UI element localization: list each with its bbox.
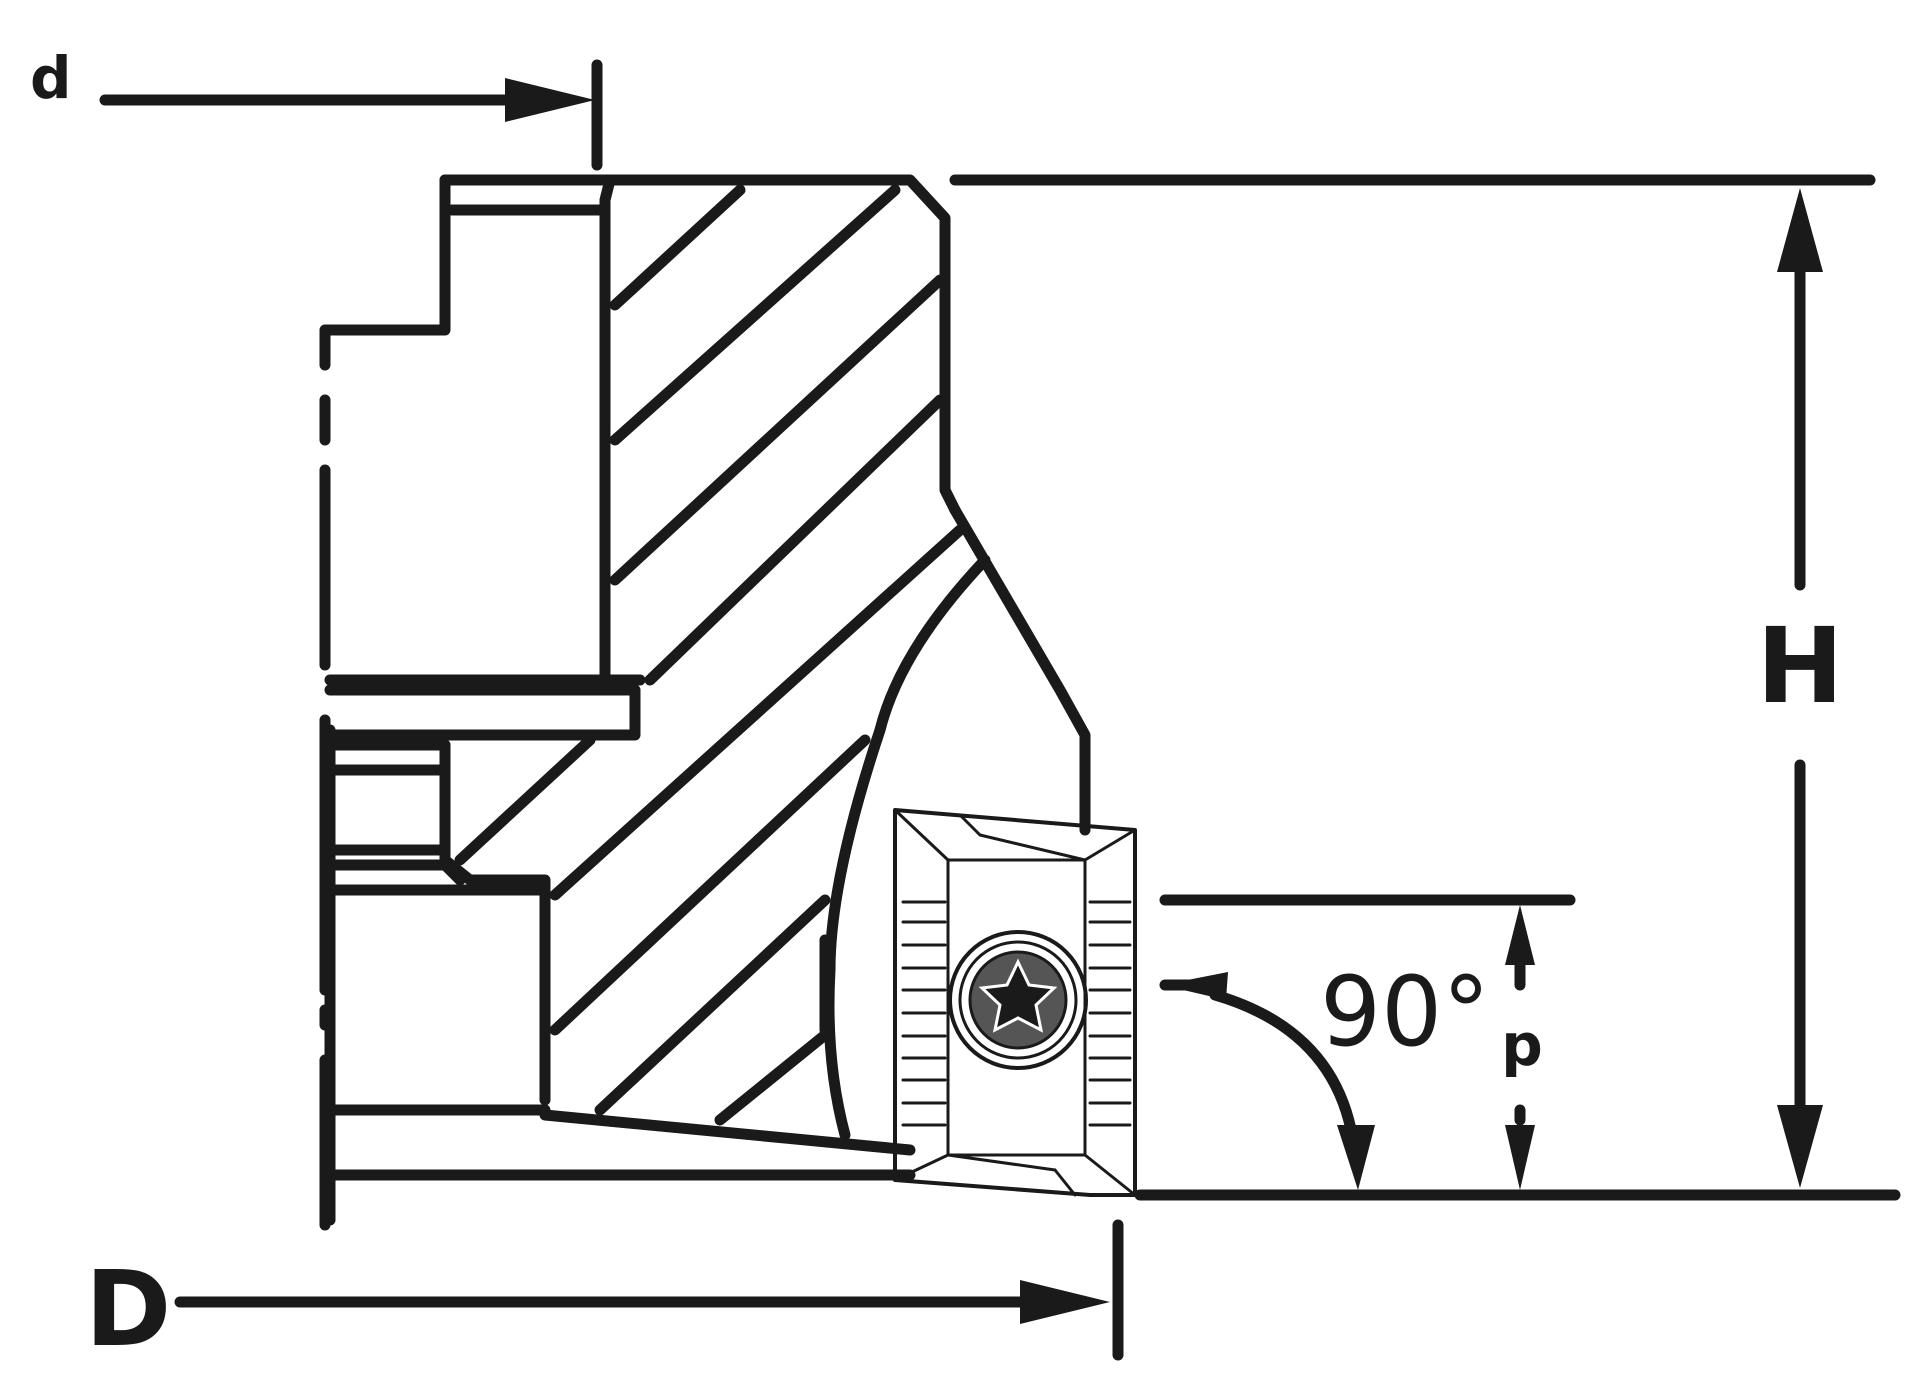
body-step-outline — [319, 174, 451, 371]
body-top-outline — [439, 174, 961, 516]
insert-bevel-tr — [1083, 828, 1137, 862]
cutter-body — [319, 174, 1091, 1226]
insert-outline — [893, 808, 1137, 1197]
dimension-p-arrow-up — [1505, 905, 1535, 965]
hatch-line-9 — [714, 1029, 831, 1126]
insert-bevel-tl — [893, 808, 950, 862]
dimension-H: H — [1756, 188, 1844, 1188]
hatch-line-6 — [549, 524, 966, 901]
dimension-d-arrowhead — [505, 78, 595, 122]
insert-screw — [948, 930, 1088, 1070]
reference-lines — [949, 174, 1901, 1201]
cutting-insert — [893, 808, 1137, 1197]
insert-ribs-right — [1088, 900, 1132, 1127]
hub-slot-2 — [329, 884, 551, 1106]
angle-arc — [1209, 989, 1359, 1146]
dimension-d: d — [30, 44, 603, 171]
screw-outer-ring — [948, 930, 1088, 1070]
hatch-line-3 — [609, 274, 946, 586]
insert-facet-3 — [946, 1153, 1057, 1172]
label-H: H — [1756, 605, 1843, 727]
hatch-line-2 — [609, 184, 901, 446]
insert-ribs-left — [901, 900, 947, 1127]
dimension-H-arrow-up — [1777, 188, 1823, 272]
hub-flange — [324, 684, 641, 741]
insert-facet-1 — [958, 813, 982, 837]
body-right-flank — [949, 504, 1091, 836]
flange-connector — [439, 739, 551, 901]
hub-slot-1 — [329, 764, 451, 856]
label-angle: 90° — [1320, 956, 1490, 1068]
label-p: p — [1501, 1011, 1543, 1079]
insert-bevel-br — [1083, 1153, 1137, 1197]
insert-facet-2 — [978, 833, 1087, 862]
angle-arrow-down — [1337, 1125, 1375, 1190]
torx-star-icon — [978, 958, 1058, 1033]
label-d: d — [30, 44, 72, 112]
dimension-H-arrow-down — [1777, 1105, 1823, 1188]
label-D: D — [85, 1248, 171, 1370]
hatch-line-8 — [594, 894, 831, 1116]
dimension-p-arrow-down — [1505, 1125, 1535, 1190]
insert-facet-4 — [1053, 1168, 1077, 1197]
chip-pocket-curve — [823, 554, 991, 1141]
insert-bevel-bl — [893, 1153, 950, 1182]
hatch-line-7 — [549, 734, 871, 1036]
hatch-line-1 — [609, 184, 746, 311]
hatch-line-5 — [454, 734, 596, 866]
bore-wall — [599, 174, 646, 686]
hatch-line-4 — [644, 394, 946, 686]
body-bottom-slope — [539, 1109, 916, 1156]
dimension-D-arrowhead — [1020, 1280, 1110, 1324]
hub-line-2 — [329, 859, 466, 886]
screw-inner-ring — [958, 940, 1078, 1060]
dimension-p: p — [1501, 905, 1543, 1190]
angle-indicator: 90° — [1159, 956, 1490, 1190]
section-hatching — [454, 184, 966, 1126]
dimension-D: D — [85, 1219, 1124, 1370]
